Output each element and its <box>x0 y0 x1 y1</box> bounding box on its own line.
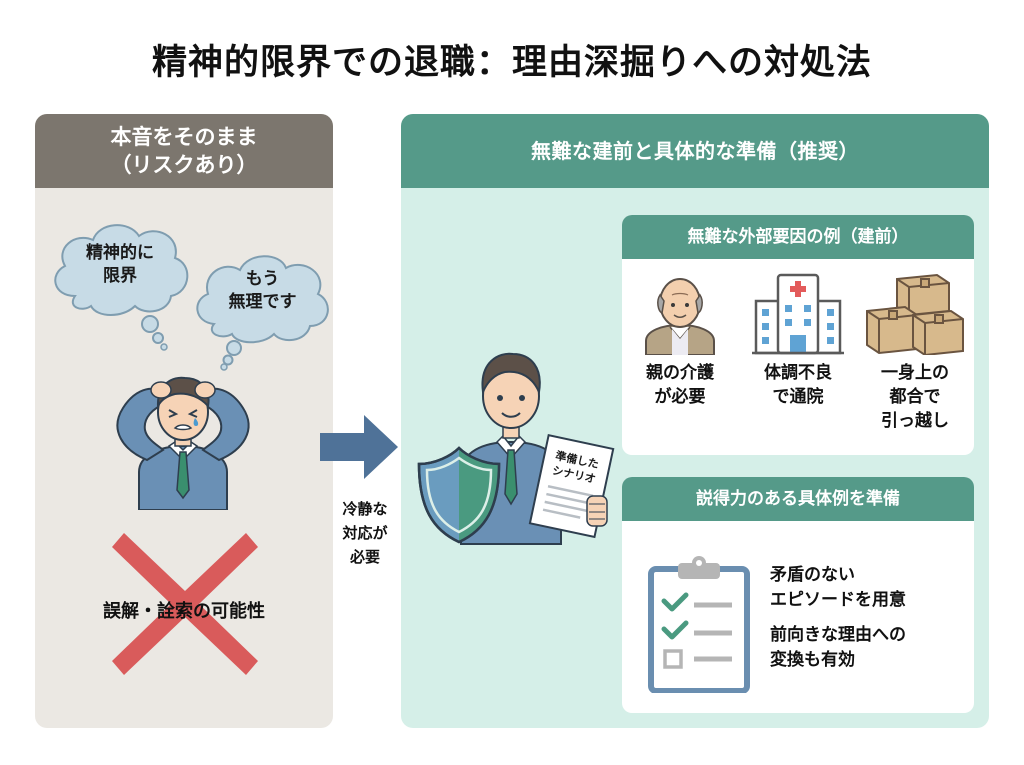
thought-2-line1: もう <box>245 269 280 289</box>
page-title: 精神的限界での退職：理由深掘りへの対処法 <box>151 43 872 83</box>
thought-1-line2: 限界 <box>103 266 137 286</box>
example-3-line1: 一身上の <box>881 363 949 383</box>
moving-boxes-icon <box>866 273 964 355</box>
example-moving: 一身上の 都合で 引っ越し <box>860 267 970 433</box>
confident-businessman-icon: 準備した シナリオ <box>417 352 615 545</box>
external-factors-header: 無難な外部要因の例（建前） <box>622 215 974 259</box>
tip-2-line2: 変換も有効 <box>770 650 855 670</box>
arrow-label: 冷静な 対応が 必要 <box>330 497 400 569</box>
risky-header-line2: （リスクあり） <box>110 153 258 177</box>
cross-mark-icon <box>112 533 258 675</box>
thought-1-line1: 精神的に <box>86 243 154 263</box>
arrow-label-line2: 対応が <box>342 524 388 542</box>
elderly-parent-icon <box>645 278 715 355</box>
external-factors-card: 無難な外部要因の例（建前） 親の介護 が必要 <box>622 215 974 455</box>
risk-label: 誤解・詮索の可能性 <box>103 601 265 622</box>
example-hospital-visit: 体調不良 で通院 <box>743 267 853 409</box>
checklist-clipboard-icon <box>648 556 750 693</box>
stressed-businessman-icon <box>116 376 250 510</box>
tips-list: 矛盾のない エピソードを用意 前向きな理由への 変換も有効 <box>770 563 906 683</box>
example-2-line1: 体調不良 <box>764 363 832 383</box>
thought-bubble-1: 精神的に 限界 <box>45 214 195 354</box>
thought-cloud-icon <box>196 255 329 371</box>
tip-2-line1: 前向きな理由への <box>770 625 906 645</box>
concrete-examples-card: 説得力のある具体例を準備 矛盾のない エピソードを用意 前向きな理由への 変換も… <box>622 477 974 713</box>
arrow-label-line1: 冷静な <box>342 500 388 518</box>
arrow-label-line3: 必要 <box>349 548 380 566</box>
thought-cloud-icon <box>54 224 189 351</box>
thought-2-line2: 無理です <box>228 292 297 312</box>
concrete-examples-header: 説得力のある具体例を準備 <box>622 477 974 521</box>
tip-1-line1: 矛盾のない <box>770 565 855 585</box>
hospital-icon <box>752 273 844 355</box>
recommended-approach-panel: 無難な建前と具体的な準備（推奨） 準備した シナリオ <box>401 114 989 728</box>
example-1-line2: が必要 <box>654 387 706 407</box>
example-1-line1: 親の介護 <box>646 363 714 383</box>
risky-header-line1: 本音をそのまま <box>110 125 258 149</box>
risky-approach-panel: 本音をそのまま （リスクあり） 精神的に 限界 もう 無理です <box>35 114 333 728</box>
example-3-line2: 都合で <box>889 387 941 407</box>
tip-item: 前向きな理由への 変換も有効 <box>770 623 906 673</box>
example-2-line2: で通院 <box>772 387 824 407</box>
example-3-line3: 引っ越し <box>881 411 949 431</box>
example-elderly-care: 親の介護 が必要 <box>625 267 735 409</box>
tip-item: 矛盾のない エピソードを用意 <box>770 563 906 613</box>
risky-approach-header: 本音をそのまま （リスクあり） <box>35 114 333 188</box>
right-arrow-icon <box>320 415 398 479</box>
recommended-approach-header: 無難な建前と具体的な準備（推奨） <box>401 114 989 188</box>
tip-1-line2: エピソードを用意 <box>770 590 906 610</box>
thought-bubble-2: もう 無理です <box>190 246 333 371</box>
